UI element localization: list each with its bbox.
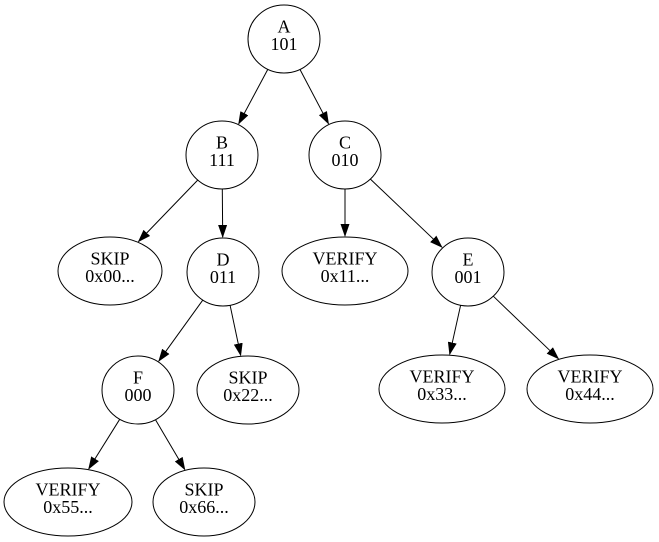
node-label-line1: VERIFY [312,249,377,269]
node-label-line1: F [133,368,143,388]
edges-layer [88,69,560,471]
node-ellipse [526,354,654,424]
node-label-line2: 0x44... [565,384,615,404]
node-circle [185,120,259,190]
node-label-line1: A [278,17,291,37]
node-label-line2: 000 [125,385,152,405]
node-label-line1: B [216,133,228,153]
node-circle [247,4,321,74]
edge-B-skip-0x00 [137,179,199,243]
node-label-line1: VERIFY [35,480,100,500]
node-label-line2: 0x22... [223,385,273,405]
node-label-line1: VERIFY [557,367,622,387]
node-label-line2: 011 [210,267,236,287]
node-label-line1: VERIFY [409,367,474,387]
node-ellipse [152,467,256,537]
node-ellipse [3,467,133,537]
edge-F-verify-0x55 [88,419,121,470]
edge-F-skip-0x66 [155,419,186,471]
node-label-line2: 0x11... [321,266,370,286]
node-label-line2: 010 [332,150,359,170]
node-circle [431,237,505,307]
node-circle [101,355,175,425]
node-ellipse [281,236,409,306]
node-label-line2: 101 [271,34,298,54]
edge-E-verify-0x33 [447,305,462,356]
node-label-line1: SKIP [184,480,223,500]
node-label-line1: SKIP [90,249,129,269]
node-label-line1: E [463,250,474,270]
node-circle [308,120,382,190]
node-label-line2: 001 [455,267,482,287]
edge-D-F [158,299,204,362]
edge-A-B [238,69,269,125]
node-circle [186,237,260,307]
node-label-line2: 0x66... [179,497,229,517]
edge-A-C [299,69,329,125]
node-ellipse [196,355,300,425]
node-label-line2: 0x33... [417,384,467,404]
edge-D-skip-0x22 [229,305,243,357]
node-label-line2: 0x00... [85,266,135,286]
node-label-line1: C [339,133,351,153]
node-ellipse [378,354,506,424]
node-ellipse [57,236,163,306]
node-label-line1: D [217,250,230,270]
edge-C-E [370,178,443,248]
node-label-line2: 111 [209,150,235,170]
edge-E-verify-0x44 [492,295,560,360]
node-label-line2: 0x55... [43,497,93,517]
node-label-line1: SKIP [228,368,267,388]
